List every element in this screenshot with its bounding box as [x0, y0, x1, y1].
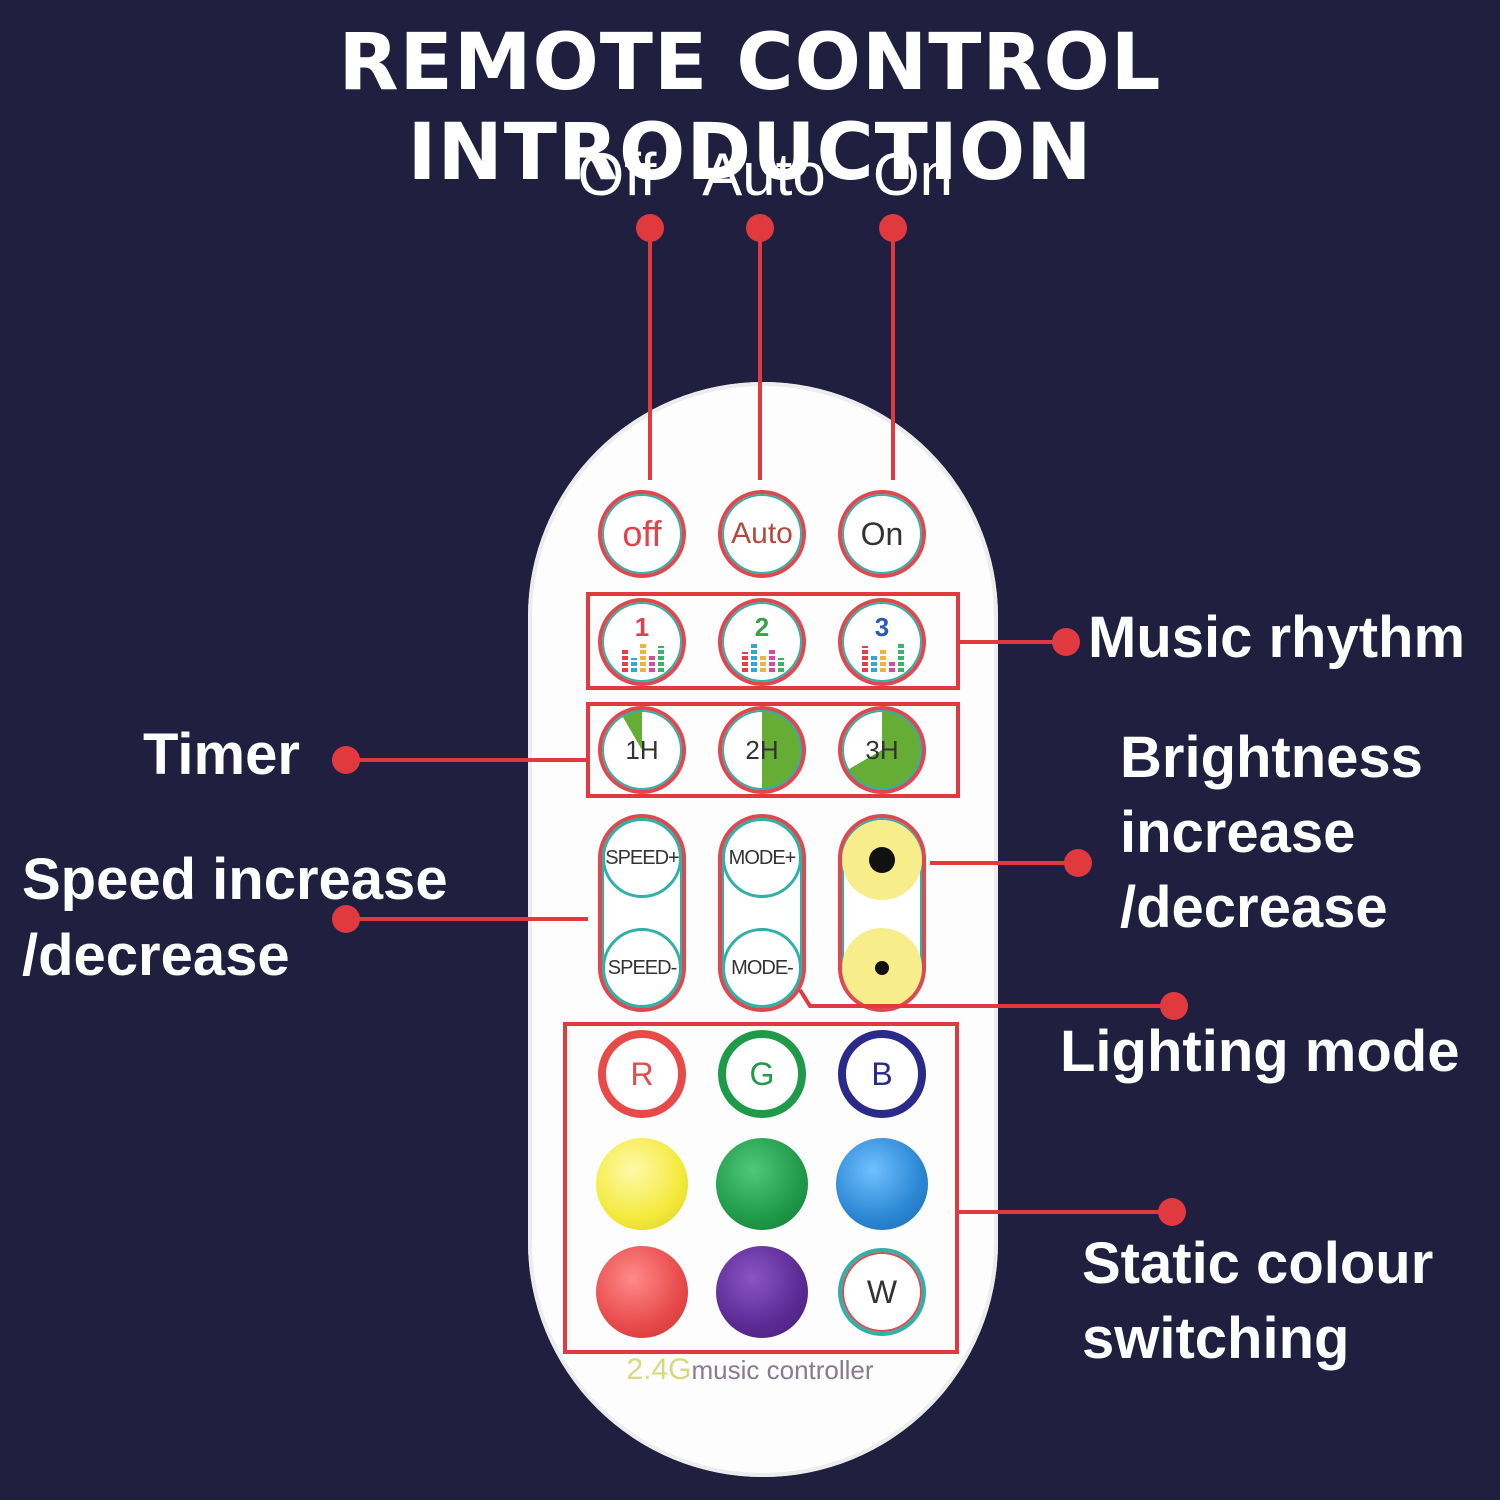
timer-1h-label: 1H: [625, 734, 659, 765]
brightness-increase-button[interactable]: [842, 820, 922, 900]
brightness-label-line1: Brightness: [1120, 725, 1423, 790]
blue-button-label: B: [871, 1055, 893, 1092]
white-button-label: W: [866, 1273, 898, 1310]
brightness-label-line3: /decrease: [1120, 875, 1388, 940]
on-button-label: On: [860, 515, 904, 552]
brand-prefix: 2.4G: [626, 1353, 692, 1386]
mode-rocker: MODE+ MODE-: [718, 814, 806, 1012]
speed-decrease-button[interactable]: SPEED-: [602, 928, 682, 1008]
speed-label-line1: Speed increase: [22, 847, 448, 912]
static-colour-box: [563, 1022, 959, 1354]
static-colour-callout-dot: [1158, 1198, 1186, 1226]
timer-label: Timer: [143, 722, 300, 787]
music-rhythm-2-number: 2: [754, 612, 770, 642]
mode-increase-button[interactable]: MODE+: [722, 818, 802, 898]
timer-callout-dot: [332, 746, 360, 774]
music-rhythm-1-button[interactable]: 1: [598, 598, 686, 686]
timer-1h-button[interactable]: 1H: [598, 706, 686, 794]
off-callout-dot: [636, 214, 664, 242]
music-rhythm-1-number: 1: [634, 612, 650, 642]
brightness-callout-dot: [1064, 849, 1092, 877]
timer-3h-label: 3H: [865, 734, 899, 765]
white-button[interactable]: W: [838, 1248, 926, 1336]
timer-3h-button[interactable]: 3H: [838, 706, 926, 794]
on-button[interactable]: On: [838, 490, 926, 578]
auto-callout-dot: [746, 214, 774, 242]
off-button[interactable]: off: [598, 490, 686, 578]
green-button-label: G: [749, 1055, 775, 1092]
music-rhythm-3-number: 3: [874, 612, 890, 642]
timer-2h-button[interactable]: 2H: [718, 706, 806, 794]
red-color-button[interactable]: [596, 1246, 688, 1338]
lighting-mode-label: Lighting mode: [1060, 1019, 1460, 1084]
off-label: Off: [577, 141, 657, 208]
speed-callout-dot: [332, 905, 360, 933]
lighting-mode-callout-dot: [1160, 992, 1188, 1020]
auto-button[interactable]: Auto: [718, 490, 806, 578]
on-label: On: [872, 141, 954, 208]
music-rhythm-3-button[interactable]: 3: [838, 598, 926, 686]
sun-small-icon: [875, 961, 889, 975]
blue-button[interactable]: B: [838, 1030, 926, 1118]
music-rhythm-label: Music rhythm: [1088, 605, 1466, 670]
brand-text: 2.4Gmusic controller: [0, 1353, 1500, 1387]
off-button-label: off: [622, 513, 662, 554]
green-color-button[interactable]: [716, 1138, 808, 1230]
speed-rocker: SPEED+ SPEED-: [598, 814, 686, 1012]
mode-decrease-button[interactable]: MODE-: [722, 928, 802, 1008]
speed-increase-button[interactable]: SPEED+: [602, 818, 682, 898]
purple-color-button[interactable]: [716, 1246, 808, 1338]
on-callout-dot: [879, 214, 907, 242]
brightness-label-line2: increase: [1120, 800, 1356, 865]
equalizer-icon: [742, 640, 790, 672]
music-rhythm-callout-dot: [1052, 628, 1080, 656]
auto-label: Auto: [702, 141, 826, 208]
static-colour-label-line2: switching: [1082, 1306, 1350, 1371]
static-colour-label-line1: Static colour: [1082, 1231, 1434, 1296]
equalizer-icon: [622, 640, 670, 672]
equalizer-icon: [862, 640, 910, 672]
brightness-rocker: [838, 814, 926, 1012]
sun-large-icon: [869, 847, 895, 873]
red-button-label: R: [630, 1055, 654, 1092]
yellow-color-button[interactable]: [596, 1138, 688, 1230]
blue-color-button[interactable]: [836, 1138, 928, 1230]
red-button[interactable]: R: [598, 1030, 686, 1118]
music-rhythm-2-button[interactable]: 2: [718, 598, 806, 686]
lighting-mode-callout-line: [798, 988, 1174, 1008]
timer-2h-label: 2H: [745, 734, 779, 765]
timer-box: [586, 702, 960, 798]
speed-label-line2: /decrease: [22, 923, 290, 988]
brand-suffix: music controller: [691, 1355, 874, 1385]
page-title: REMOTE CONTROL INTRODUCTION: [338, 18, 1162, 198]
auto-button-label: Auto: [731, 517, 793, 550]
brightness-decrease-button[interactable]: [842, 928, 922, 1008]
green-button[interactable]: G: [718, 1030, 806, 1118]
music-rhythm-box: [586, 592, 960, 690]
